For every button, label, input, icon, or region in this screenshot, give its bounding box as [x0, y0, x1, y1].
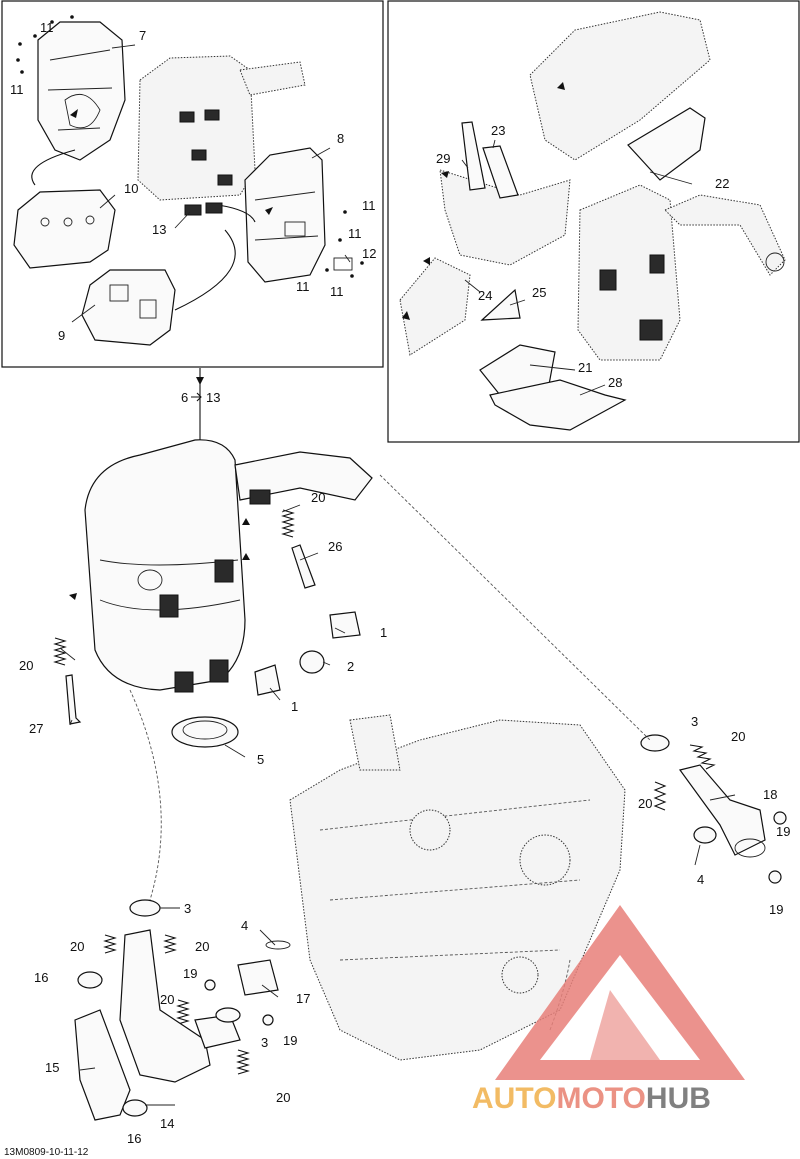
- label-20b: 20: [19, 658, 33, 673]
- label-29: 29: [436, 151, 450, 166]
- gasket-5: [171, 716, 239, 748]
- label-1b: 1: [291, 699, 298, 714]
- label-20f: 20: [195, 939, 209, 954]
- label-10: 10: [124, 181, 138, 196]
- label-22: 22: [715, 176, 729, 191]
- label-11e: 11: [296, 279, 310, 294]
- label-19d: 19: [283, 1033, 297, 1048]
- insulator-9: [81, 269, 176, 346]
- label-11d: 11: [348, 226, 362, 241]
- label-11b: 11: [10, 82, 24, 97]
- label-16b: 16: [127, 1131, 141, 1146]
- label-3b: 3: [184, 901, 191, 916]
- label-19b: 19: [769, 902, 783, 917]
- bracket-27: [65, 674, 82, 725]
- heat-shield-8: [244, 147, 326, 283]
- link-line-13: [217, 204, 256, 223]
- label-18: 18: [763, 787, 777, 802]
- label-21: 21: [578, 360, 592, 375]
- leader-lines: [59, 44, 736, 1106]
- insulator-10: [13, 189, 116, 269]
- engine: [289, 714, 626, 1061]
- shield-29-23: [439, 121, 571, 266]
- inset-frame-left: [1, 0, 384, 368]
- label-20c: 20: [731, 729, 745, 744]
- shield-22: [529, 11, 711, 181]
- label-20g: 20: [160, 992, 174, 1007]
- clip-13a: [184, 204, 202, 216]
- label-23: 23: [491, 123, 505, 138]
- heat-shield-7: [37, 21, 126, 161]
- label-11a: 11: [40, 20, 54, 35]
- label-1a: 1: [380, 625, 387, 640]
- muffler-outline-inset: [137, 55, 306, 201]
- small-bolts: [16, 15, 364, 278]
- label-2: 2: [347, 659, 354, 674]
- label-20d: 20: [638, 796, 652, 811]
- grommet-1b: [254, 664, 281, 696]
- label-16a: 16: [34, 970, 48, 985]
- link-line-10: [31, 149, 76, 186]
- label-26: 26: [328, 539, 342, 554]
- label-9: 9: [58, 328, 65, 343]
- label-20e: 20: [70, 939, 84, 954]
- label-4a: 4: [697, 872, 704, 887]
- muffler-outline-right: [577, 184, 786, 361]
- label-13: 13: [152, 222, 166, 237]
- plate-12: [333, 257, 353, 271]
- label-19c: 19: [183, 966, 197, 981]
- label-4b: 4: [241, 918, 248, 933]
- label-20h: 20: [276, 1090, 290, 1105]
- exhaust-pipe-14: [119, 929, 241, 1083]
- label-15: 15: [45, 1060, 59, 1075]
- link-line-9: [174, 229, 236, 311]
- watermark: AUTOMOTOHUB: [472, 905, 745, 1115]
- drawing-code: 13M0809-10-11-12: [4, 1147, 89, 1158]
- label-25: 25: [532, 285, 546, 300]
- clamps-16: [77, 971, 148, 1117]
- watermark-logo-icon: [495, 905, 745, 1080]
- watermark-moto: MOTO: [556, 1082, 645, 1115]
- label-13-end: 13: [206, 390, 220, 405]
- watermark-auto: AUTO: [472, 1082, 556, 1115]
- label-7: 7: [139, 28, 146, 43]
- label-3a: 3: [691, 714, 698, 729]
- arrow-6-13: [191, 392, 202, 402]
- nuts-19: [204, 811, 787, 1026]
- label-24: 24: [478, 288, 492, 303]
- inset-frame-right: [387, 0, 800, 443]
- label-20a: 20: [311, 490, 325, 505]
- watermark-logo-inner-icon: [590, 990, 660, 1060]
- watermark-hub: HUB: [646, 1082, 711, 1115]
- label-28: 28: [608, 375, 622, 390]
- heat-shield-21: [399, 257, 627, 431]
- muffler: [84, 439, 373, 693]
- arrow-heads: [69, 82, 565, 600]
- label-27: 27: [29, 721, 43, 736]
- svg-text:AUTOMOTOHUB: AUTOMOTOHUB: [472, 1082, 711, 1115]
- pipe-15: [74, 1009, 131, 1121]
- label-3c: 3: [261, 1035, 268, 1050]
- label-14: 14: [160, 1116, 174, 1131]
- spacer-2: [299, 650, 325, 674]
- part-labels: 7 11 11 8 10 13 11 11 12 11 11 9 23 29 2…: [10, 20, 790, 1146]
- label-19a: 19: [776, 824, 790, 839]
- clip-13b: [205, 202, 223, 214]
- label-17: 17: [296, 991, 310, 1006]
- label-6: 6: [181, 390, 188, 405]
- label-8: 8: [337, 131, 344, 146]
- grommet-1a: [329, 611, 361, 639]
- bracket-26: [291, 544, 316, 589]
- label-11c: 11: [362, 198, 376, 213]
- sealing-rings-3: [129, 734, 670, 1023]
- label-11f: 11: [330, 284, 344, 299]
- pipe-17: [237, 940, 291, 996]
- pipe-18: [678, 764, 766, 858]
- label-5: 5: [257, 752, 264, 767]
- label-12: 12: [362, 246, 376, 261]
- springs: [53, 509, 716, 1075]
